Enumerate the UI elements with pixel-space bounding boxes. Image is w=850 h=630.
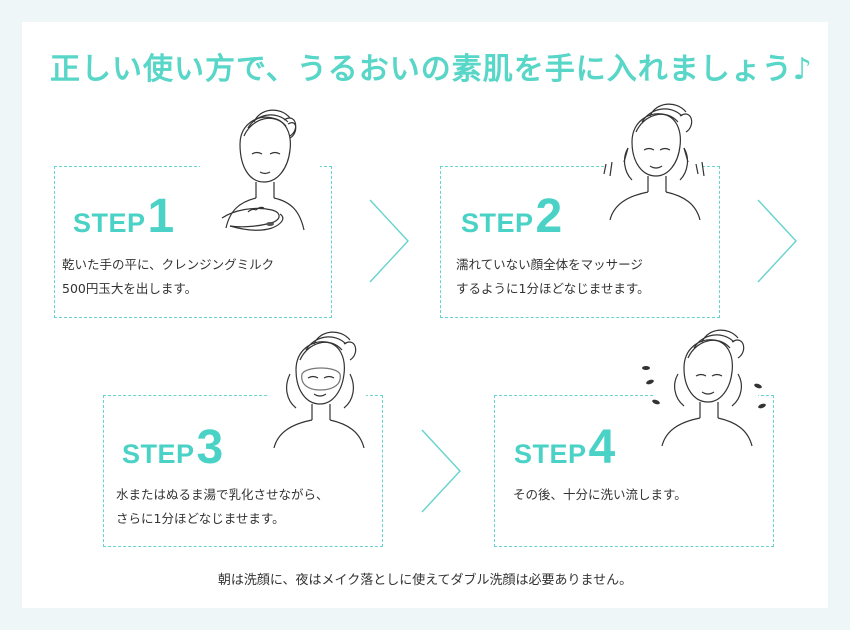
- woman-washing-face-illustration: [640, 326, 770, 458]
- description-line: 濡れていない顔全体をマッサージ: [456, 257, 643, 272]
- footer-note: 朝は洗顔に、夜はメイク落としに使えてダブル洗顔は必要ありません。: [217, 573, 633, 588]
- chevron-right-icon: [420, 428, 462, 518]
- step-word: STEP: [122, 439, 195, 469]
- step-number: 3: [196, 421, 224, 474]
- step-1-description: 乾いた手の平に、クレンジングミルク 500円玉大を出します。: [62, 253, 274, 301]
- woman-applying-milk-illustration: [200, 106, 320, 246]
- step-word: STEP: [514, 439, 587, 469]
- step-2-description: 濡れていない顔全体をマッサージ するように1分ほどなじませます。: [456, 253, 650, 301]
- page-title: 正しい使い方で、うるおいの素肌を手に入れましょう♪: [50, 52, 813, 87]
- step-4-label: STEP4: [514, 424, 615, 472]
- step-number: 1: [147, 190, 175, 243]
- description-line: さらに1分ほどなじませます。: [116, 511, 285, 526]
- step-word: STEP: [73, 208, 146, 238]
- description-line: 水またはぬるま湯で乳化させながら、: [116, 487, 329, 502]
- step-number: 4: [588, 421, 616, 474]
- chevron-right-icon: [368, 198, 410, 288]
- step-4-description: その後、十分に洗い流します。: [513, 483, 687, 507]
- step-number: 2: [535, 190, 563, 243]
- step-3-description: 水またはぬるま湯で乳化させながら、 さらに1分ほどなじませます。: [116, 483, 329, 531]
- description-line: その後、十分に洗い流します。: [513, 487, 687, 502]
- step-3-label: STEP3: [122, 424, 223, 472]
- step-1-label: STEP1: [73, 193, 174, 241]
- step-word: STEP: [461, 208, 534, 238]
- woman-massaging-face-illustration: [598, 102, 708, 230]
- description-line: 500円玉大を出します。: [62, 281, 198, 296]
- chevron-right-icon: [756, 198, 798, 288]
- step-2-label: STEP2: [461, 193, 562, 241]
- description-line: するように1分ほどなじませます。: [456, 281, 650, 296]
- description-line: 乾いた手の平に、クレンジングミルク: [62, 257, 275, 272]
- woman-rinsing-face-illustration: [262, 330, 372, 458]
